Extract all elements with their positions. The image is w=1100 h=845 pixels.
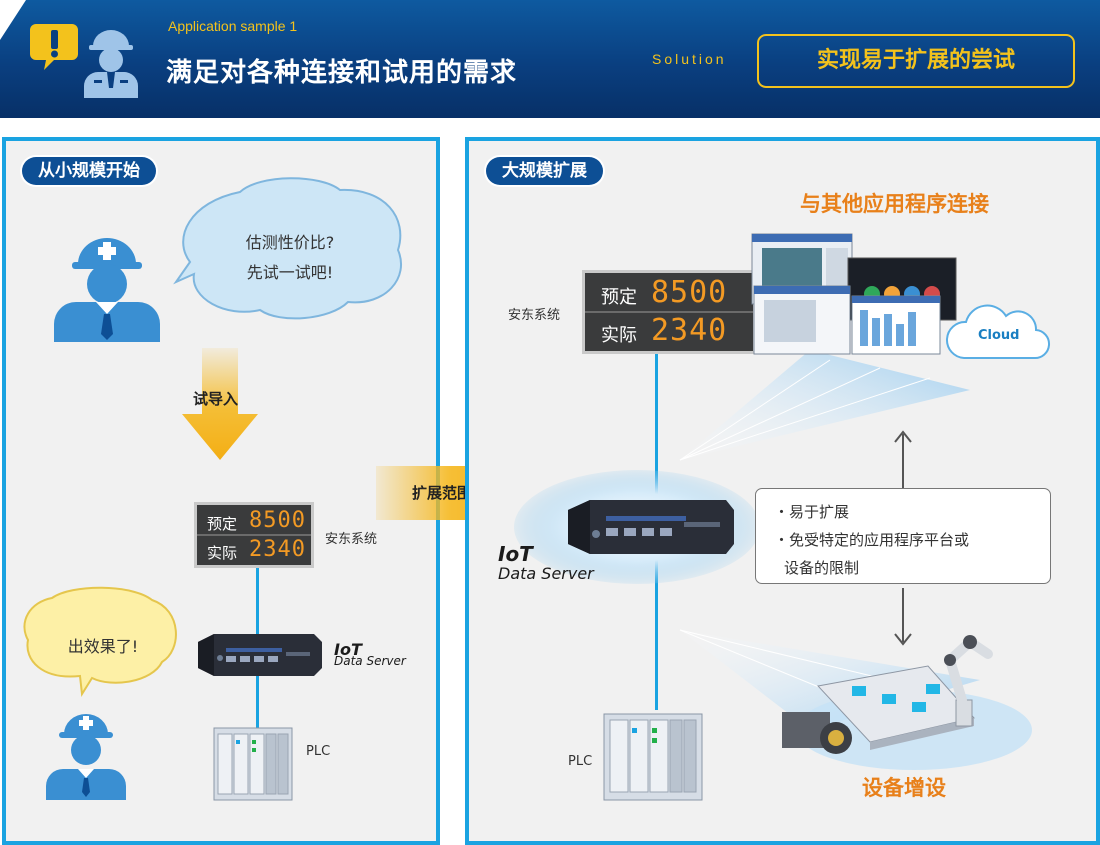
trial-down-arrow bbox=[182, 348, 258, 460]
led-value-actual-large: 2340 bbox=[651, 313, 728, 348]
andon-label-left: 安东系统 bbox=[325, 532, 378, 547]
left-section-pill: 从小规模开始 bbox=[22, 157, 156, 185]
benefits-note: ・易于扩展 ・免受特定的应用程序平台或 设备的限制 bbox=[755, 488, 1051, 584]
worker-icon bbox=[84, 30, 138, 98]
cloud-icon bbox=[945, 304, 1051, 360]
beam-to-apps bbox=[679, 350, 970, 461]
plc-unit-small bbox=[213, 727, 293, 801]
header-corner-cut bbox=[0, 0, 26, 40]
note-line-1: ・易于扩展 bbox=[774, 503, 850, 521]
connect-apps-title: 与其他应用程序连接 bbox=[800, 192, 989, 216]
note-line-2: ・免受特定的应用程序平台或 bbox=[774, 531, 970, 549]
solution-box: 实现易于扩展的尝试 bbox=[757, 34, 1075, 88]
iot-label-left-line1: IoT bbox=[334, 640, 362, 659]
led-label-actual: 实际 bbox=[207, 544, 238, 562]
app-sample-label: Application sample 1 bbox=[168, 18, 298, 34]
alert-bubble-icon bbox=[30, 24, 78, 70]
andon-display-small: 预定 8500 实际 2340 bbox=[194, 502, 314, 568]
plc-label-right: PLC bbox=[568, 754, 593, 769]
engineer-icon-bottom bbox=[46, 714, 126, 800]
equipment-illustration bbox=[782, 635, 1032, 770]
led-value-plan: 8500 bbox=[249, 508, 306, 533]
solution-label: Solution bbox=[652, 51, 727, 67]
equipment-title: 设备增设 bbox=[862, 776, 946, 800]
led-value-actual: 2340 bbox=[249, 537, 306, 562]
plc-label-left: PLC bbox=[306, 744, 331, 759]
right-section-pill: 大规模扩展 bbox=[486, 157, 603, 185]
speech-bubble-bottom bbox=[23, 586, 177, 697]
bubble-bottom-text: 出效果了! bbox=[67, 637, 139, 656]
cloud-label: Cloud bbox=[978, 328, 1020, 343]
trial-label: 试导入 bbox=[193, 390, 239, 408]
plc-unit-large bbox=[603, 713, 703, 801]
engineer-icon bbox=[54, 238, 160, 342]
iot-label-right-line1: IoT bbox=[498, 542, 533, 566]
app-screens-icon bbox=[751, 233, 957, 355]
led-label-plan-large: 预定 bbox=[601, 287, 637, 308]
expand-label: 扩展范围 bbox=[412, 484, 473, 502]
iot-label-right-line2: Data Server bbox=[498, 564, 594, 583]
page-title: 满足对各种连接和试用的需求 bbox=[166, 58, 518, 88]
led-label-plan: 预定 bbox=[207, 515, 238, 533]
andon-label-right: 安东系统 bbox=[508, 308, 561, 323]
arrow-down-icon bbox=[894, 588, 912, 646]
iot-server-small bbox=[198, 634, 322, 676]
iot-label-left-line2: Data Server bbox=[334, 654, 406, 668]
bubble-top-line2: 先试一试吧! bbox=[246, 263, 334, 282]
iot-server-large bbox=[568, 500, 734, 554]
led-divider bbox=[197, 534, 311, 536]
led-divider-large bbox=[585, 311, 753, 313]
note-line-3: 设备的限制 bbox=[784, 559, 860, 577]
bubble-top-line1: 估测性价比? bbox=[245, 233, 335, 252]
andon-display-large: 预定 8500 实际 2340 bbox=[582, 270, 756, 354]
header-banner: Application sample 1 满足对各种连接和试用的需求 Solut… bbox=[0, 0, 1100, 118]
speech-bubble-top bbox=[173, 177, 403, 320]
arrow-up-icon bbox=[894, 430, 912, 488]
led-value-plan-large: 8500 bbox=[651, 275, 728, 310]
led-label-actual-large: 实际 bbox=[601, 325, 637, 346]
